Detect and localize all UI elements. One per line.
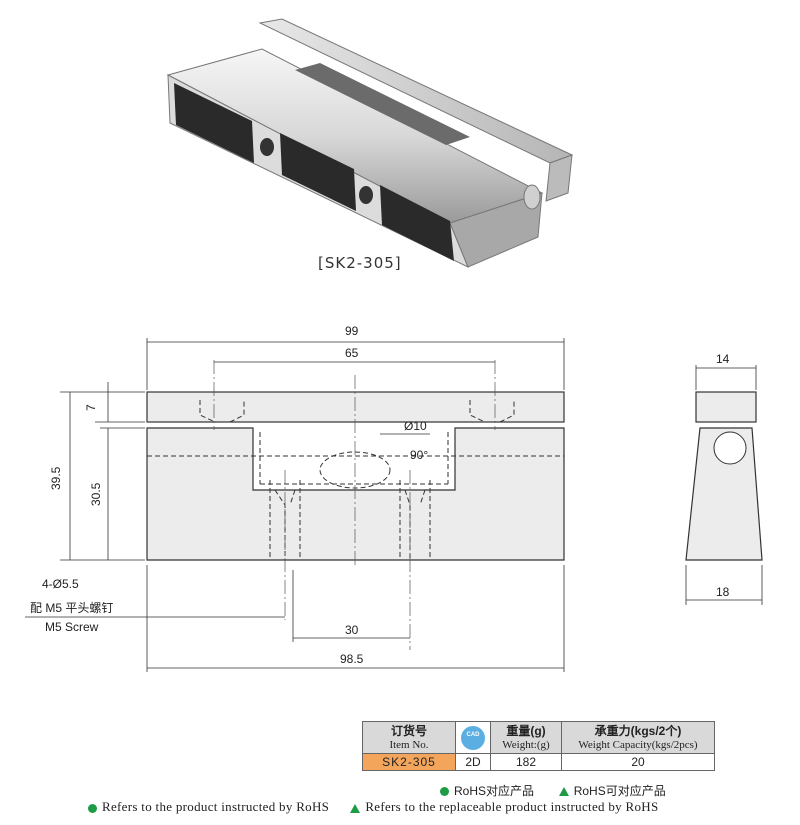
legend-en: Refers to the product instructed by RoHS… [88,799,659,815]
model-caption: [SK2-305] [318,254,402,272]
cell-capacity: 20 [561,753,715,771]
cell-weight: 182 [490,753,562,771]
dim-side-top: 14 [716,352,730,366]
spec-table: 订货号 Item No. CAD 重量(g) Weight:(g) 承重力(kg… [362,721,715,771]
dim-lower-spacing: 30 [345,623,359,637]
dim-height-total: 39.5 [49,466,63,490]
spec-data-row: SK2-305 2D 182 20 [362,753,715,771]
screw-note-en: M5 Screw [45,620,99,634]
spec-header-row: 订货号 Item No. CAD 重量(g) Weight:(g) 承重力(kg… [362,721,715,754]
dim-hole-spacing: 65 [345,346,359,360]
dim-angle: 90° [410,448,428,462]
rohs-dot-icon [440,787,449,797]
cad-icon: CAD [461,726,485,750]
top-plate-outline [146,391,565,423]
body-outline [146,427,565,561]
dim-body-height: 30.5 [89,482,103,506]
cell-item-no: SK2-305 [362,753,456,771]
screw-note-cn: 配 M5 平头螺钉 [30,601,113,615]
header-item-no: 订货号 Item No. [362,721,456,754]
legend-cn: RoHS对应产品 RoHS可对应产品 [440,782,666,799]
dim-bore-dia: Ø10 [404,419,427,433]
dim-base-width: 98.5 [340,652,364,666]
dim-width-total: 99 [345,324,359,338]
header-capacity: 承重力(kgs/2个) Weight Capacity(kgs/2pcs) [561,721,715,754]
side-view-top [695,391,757,423]
side-view-body [685,427,763,561]
replaceable-triangle-icon [558,787,569,797]
product-photo [166,18,574,269]
dim-side-bottom: 18 [716,585,730,599]
screw-spec: 4-Ø5.5 [42,577,79,591]
cell-cad[interactable]: 2D [455,753,491,771]
dim-top-thickness: 7 [84,404,98,411]
replaceable-triangle-icon-en [350,803,361,813]
header-cad: CAD [455,721,491,754]
front-view-drawing: 99 65 7 39.5 30.5 Ø10 90° 4-Ø5.5 配 M5 平头… [25,324,763,672]
header-weight: 重量(g) Weight:(g) [490,721,562,754]
rohs-dot-icon-en [88,803,97,813]
